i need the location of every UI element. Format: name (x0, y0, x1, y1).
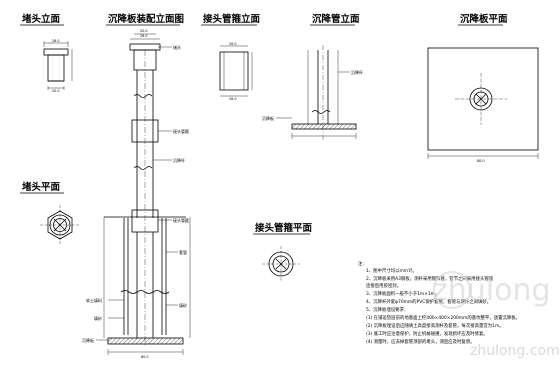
watermark-main: zhulong (432, 273, 551, 308)
title-underlines (20, 24, 503, 235)
assembly-dim-top-a: 26.0 (140, 34, 148, 38)
notes-block: 注： 1、图中尺寸均以mm计。 2、沉降板采用A3钢板，测杆采用镀锌管，管节之间… (358, 260, 520, 345)
callout-settlement-plate: 沉降板 (82, 337, 94, 343)
callout-coupling-upper: 接头管箍 (173, 128, 189, 134)
callout-casing: 套管 (179, 249, 187, 255)
assembly-dim-base: 80.0 (141, 355, 149, 359)
watermark-sub: zhulong.com (470, 343, 560, 359)
plug-dim-bottom: 20.0 (52, 89, 60, 93)
note-line-9: (3) 施工时应注意保护，防止机械碰撞，发现损坏应及时修复。 (366, 330, 488, 337)
note-line-10: (4) 测量时，应去掉套管顶部的堵头，测后应及时复原。 (366, 338, 475, 345)
callout-rod-rod: 沉降杆 (351, 69, 363, 75)
coupling-elevation-view (219, 45, 253, 97)
title-coupling-elevation: 接头管箍立面 (203, 13, 261, 25)
assembly-elevation-view (96, 33, 191, 355)
title-settlement-rod-elevation: 沉降管立面 (312, 13, 360, 25)
note-line-2: 2、沉降板采用A3钢板，测杆采用镀锌管，管节之间采用接头管箍 (366, 275, 494, 282)
callout-backfill-sand: 填砂 (94, 315, 102, 321)
title-plug-elevation: 堵头立面 (22, 13, 61, 25)
note-line-8: (2) 沉降板埋设后应随填土高度接高测杆及套管，每次接高量宜为1m。 (366, 322, 504, 329)
callout-rod: 沉降杆 (173, 157, 185, 163)
title-settlement-plate-plan: 沉降板平面 (460, 13, 508, 25)
title-plate-assembly-elevation: 沉降板装配立面图 (108, 13, 184, 25)
note-line-4: 3、沉降板面积一般不小于1m×1m。 (366, 290, 439, 297)
settlement-rod-elevation-view (276, 45, 357, 140)
watermark: zhulong zhulong.com (432, 271, 560, 359)
note-line-7: (1) 在铺设垫层前的地基面上挖400×400×200mm的基坑整平，放置沉降板… (366, 314, 520, 321)
callout-rod-plate: 沉降板 (262, 115, 274, 121)
callout-plug: 堵头 (173, 44, 181, 50)
callout-coupling-lower: 接头管箍 (173, 217, 189, 223)
plate-plan-dim: 80.0 (477, 159, 485, 163)
note-line-6: 5、沉降板埋设要求： (366, 306, 408, 313)
plug-elevation-view (43, 41, 73, 90)
coupling-dim-top: 26.0 (229, 42, 237, 46)
note-line-5: 4、沉降杆外套φ70mm的PVC保护套管，套管与测杆之间填砂。 (366, 298, 491, 305)
callout-soft-filling: 软土填料 (86, 297, 102, 303)
notes-heading: 注： (358, 260, 367, 267)
assembly-dim-top-b: 20.0 (140, 29, 148, 33)
plug-dim-top: 26.0 (52, 39, 60, 43)
note-line-3: 连接后用胶密封。 (366, 282, 401, 289)
coupling-dim-bottom: 26.0 (229, 97, 237, 101)
title-plug-plan: 堵头平面 (22, 181, 61, 193)
note-line-1: 1、图中尺寸均以mm计。 (366, 267, 417, 274)
settlement-plate-plan-view (427, 47, 539, 159)
title-coupling-plan: 接头管箍平面 (255, 222, 313, 234)
watermark-logo-icon (433, 271, 471, 309)
coupling-plan-view (262, 246, 300, 282)
callout-fill: 填砂 (179, 302, 187, 308)
plug-plan-view (40, 205, 80, 245)
